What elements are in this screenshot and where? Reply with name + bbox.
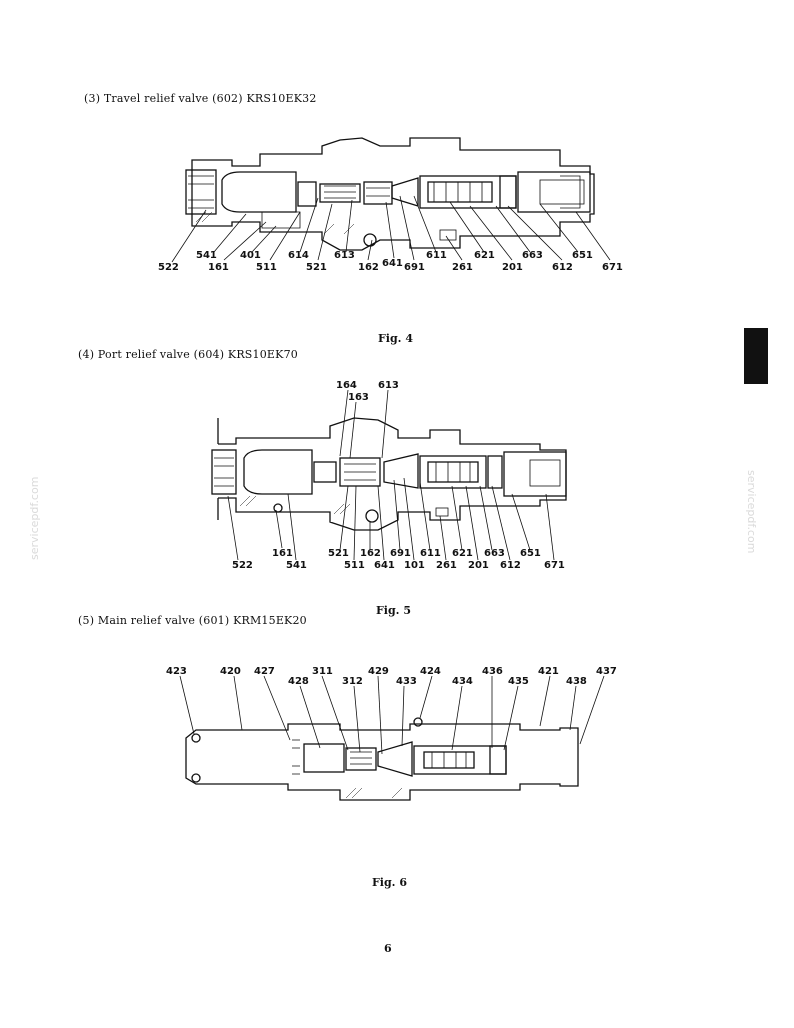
label-424: 424 (420, 666, 441, 677)
fig-6-drawing (185, 717, 579, 801)
label-437: 437 (596, 666, 617, 677)
label-429: 429 (368, 666, 389, 677)
page-number: 6 (384, 942, 392, 955)
label-261: 261 (436, 560, 457, 571)
label-612: 612 (552, 262, 573, 273)
fig-5-labels: 164 613 163 522 161 541 521 511 162 641 … (232, 380, 565, 571)
fig-4-labels: 522 541 161 401 511 614 521 613 162 641 … (158, 250, 623, 273)
label-621: 621 (474, 250, 495, 261)
label-163: 163 (348, 392, 369, 403)
label-435: 435 (508, 676, 529, 687)
label-438: 438 (566, 676, 587, 687)
fig-4-leaders (171, 195, 611, 263)
fig-6-diagram: 423 420 427 311 428 312 429 433 424 434 … (166, 666, 617, 801)
label-651: 651 (572, 250, 593, 261)
label-420: 420 (220, 666, 241, 677)
label-611: 611 (426, 250, 447, 261)
label-541: 541 (196, 250, 217, 261)
label-641: 641 (374, 560, 395, 571)
fig-5-diagram: 164 613 163 522 161 541 521 511 162 641 … (211, 380, 567, 571)
section-5-heading: (5) Main relief valve (601) KRM15EK20 (78, 614, 307, 627)
section-3-heading: (3) Travel relief valve (602) KRS10EK32 (84, 92, 317, 105)
section-4-heading: (4) Port relief valve (604) KRS10EK70 (78, 348, 298, 361)
label-641: 641 (382, 258, 403, 269)
label-436: 436 (482, 666, 503, 677)
fig-5-caption: Fig. 5 (376, 604, 411, 617)
label-663: 663 (522, 250, 543, 261)
label-511: 511 (256, 262, 277, 273)
label-691: 691 (390, 548, 411, 559)
label-522: 522 (158, 262, 179, 273)
label-428: 428 (288, 676, 309, 687)
label-511: 511 (344, 560, 365, 571)
label-201: 201 (468, 560, 489, 571)
label-691: 691 (404, 262, 425, 273)
label-161: 161 (272, 548, 293, 559)
fig-5-drawing (211, 417, 567, 531)
black-tab-marker (744, 328, 768, 384)
label-663: 663 (484, 548, 505, 559)
fig-6-labels: 423 420 427 311 428 312 429 433 424 434 … (166, 666, 617, 687)
label-522: 522 (232, 560, 253, 571)
label-621: 621 (452, 548, 473, 559)
label-613: 613 (334, 250, 355, 261)
label-614: 614 (288, 250, 309, 261)
label-433: 433 (396, 676, 417, 687)
fig-6-leaders (179, 675, 605, 755)
label-162: 162 (358, 262, 379, 273)
label-162: 162 (360, 548, 381, 559)
label-613: 613 (378, 380, 399, 391)
label-312: 312 (342, 676, 363, 687)
fig-4-drawing (185, 137, 595, 251)
fig-4-diagram: 522 541 161 401 511 614 521 613 162 641 … (158, 137, 623, 273)
label-423: 423 (166, 666, 187, 677)
label-521: 521 (306, 262, 327, 273)
label-521: 521 (328, 548, 349, 559)
label-261: 261 (452, 262, 473, 273)
fig-5-leaders (227, 389, 555, 561)
label-401: 401 (240, 250, 261, 261)
label-612: 612 (500, 560, 521, 571)
label-434: 434 (452, 676, 473, 687)
label-101: 101 (404, 560, 425, 571)
label-421: 421 (538, 666, 559, 677)
label-651: 651 (520, 548, 541, 559)
label-427: 427 (254, 666, 275, 677)
label-541: 541 (286, 560, 307, 571)
fig-6-caption: Fig. 6 (372, 876, 407, 889)
label-611: 611 (420, 548, 441, 559)
label-671: 671 (544, 560, 565, 571)
label-671: 671 (602, 262, 623, 273)
label-201: 201 (502, 262, 523, 273)
fig-4-caption: Fig. 4 (378, 332, 413, 345)
label-311: 311 (312, 666, 333, 677)
label-164: 164 (336, 380, 357, 391)
label-161: 161 (208, 262, 229, 273)
